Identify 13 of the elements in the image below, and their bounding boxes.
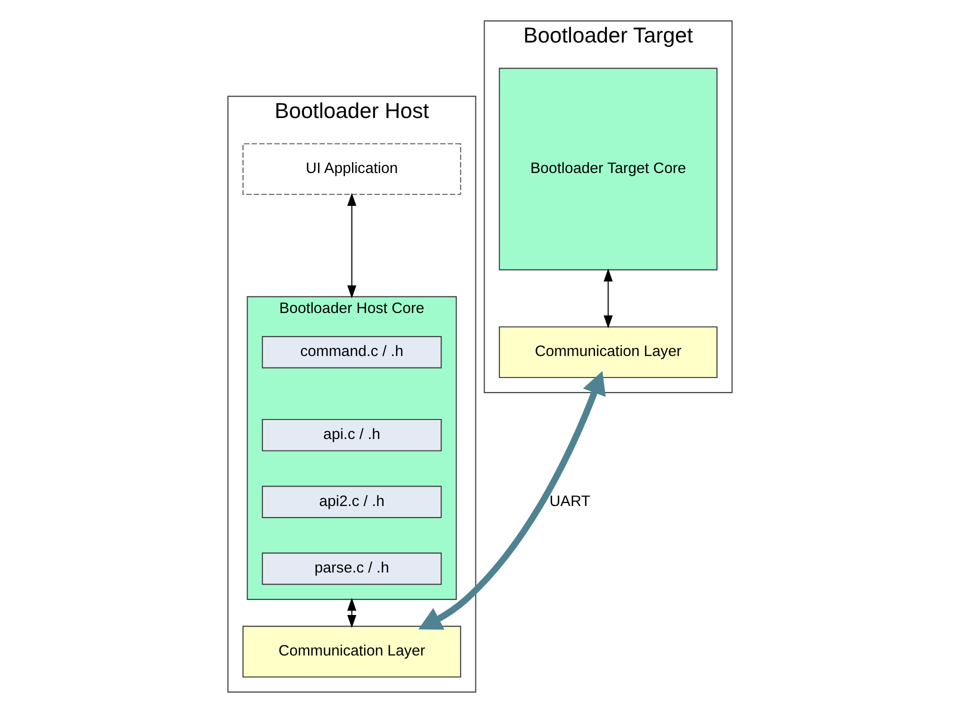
node-box: Bootloader Target Core <box>498 68 718 270</box>
arrow <box>603 268 612 328</box>
node-box: parse.c / .h <box>261 552 442 585</box>
node-box: Communication Layer <box>242 626 461 678</box>
edge-label: UART <box>549 492 590 510</box>
arrow <box>418 371 606 630</box>
node-box: api2.c / .h <box>261 486 442 518</box>
node-box: api.c / .h <box>261 418 442 452</box>
node-box: UI Application <box>242 143 461 195</box>
arrow <box>346 192 356 298</box>
node-box: Communication Layer <box>498 326 718 378</box>
arrow <box>346 598 356 628</box>
node-box: command.c / .h <box>261 336 442 368</box>
